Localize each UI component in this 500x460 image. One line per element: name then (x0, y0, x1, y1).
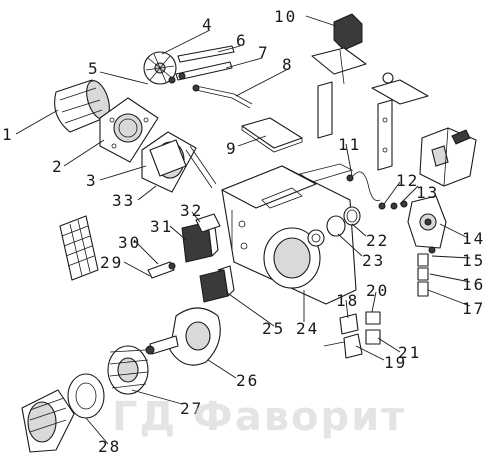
callout-19: 19 (384, 353, 407, 372)
callout-28: 28 (98, 437, 121, 456)
part-4-fan-wheel (143, 51, 177, 85)
callout-7: 7 (258, 43, 270, 62)
part-10-transformer (311, 13, 367, 139)
callout-15: 15 (462, 251, 485, 270)
callout-30: 30 (118, 233, 141, 252)
part-28-motor (21, 389, 75, 453)
callout-23: 23 (362, 251, 385, 270)
part-18-20-terminals (323, 311, 381, 359)
callout-31: 31 (150, 217, 173, 236)
bracket-right (371, 72, 429, 171)
part-33-flange-tube (141, 131, 217, 193)
part-30-screw (147, 261, 176, 279)
shaft (145, 335, 179, 355)
part-11-hose (346, 171, 381, 202)
watermark-text: ГД Фаворит (112, 394, 406, 440)
part-15-16-17-valves (417, 246, 436, 297)
part-22-23-rings (326, 206, 361, 237)
callout-20: 20 (366, 281, 389, 300)
callout-16: 16 (462, 275, 485, 294)
part-2-mounting-plate (99, 97, 159, 163)
callout-2: 2 (52, 157, 64, 176)
callout-6: 6 (236, 31, 248, 50)
part-27-impeller (107, 345, 149, 395)
callout-14: 14 (462, 229, 485, 248)
callout-12: 12 (396, 171, 419, 190)
leader-lines (15, 15, 471, 445)
part-29-mesh (59, 215, 99, 281)
callout-8: 8 (282, 55, 294, 74)
part-1-cylinder (54, 79, 110, 133)
callout-32: 32 (180, 201, 203, 220)
callout-33: 33 (112, 191, 135, 210)
callout-18: 18 (336, 291, 359, 310)
control-box (419, 127, 477, 187)
callout-26: 26 (236, 371, 259, 390)
part-8-rod (192, 84, 253, 109)
callout-21: 21 (398, 343, 421, 362)
part-32-gasket (195, 213, 221, 233)
callout-29: 29 (100, 253, 123, 272)
part-6-7-rods (168, 45, 235, 84)
part-24-housing (221, 163, 357, 305)
part-14-pump (407, 195, 447, 249)
callout-9: 9 (226, 139, 238, 158)
callout-17: 17 (462, 299, 485, 318)
callout-5: 5 (88, 59, 100, 78)
part-12-13-fittings (378, 200, 408, 210)
part-9-flat-plate (241, 117, 303, 153)
callout-25: 25 (262, 319, 285, 338)
callout-numbers: 1 2 3 4 5 6 7 8 9 10 11 12 13 14 15 16 1… (2, 7, 485, 456)
callout-3: 3 (86, 171, 98, 190)
callout-22: 22 (366, 231, 389, 250)
part-25-module (199, 265, 235, 303)
part-26-damper (169, 307, 221, 366)
callout-13: 13 (416, 183, 439, 202)
callout-24: 24 (296, 319, 319, 338)
callout-27: 27 (180, 399, 203, 418)
callout-10: 10 (274, 7, 297, 26)
callout-4: 4 (202, 15, 214, 34)
part-27-flange (67, 373, 105, 419)
callout-1: 1 (2, 125, 14, 144)
callout-11: 11 (338, 135, 361, 154)
